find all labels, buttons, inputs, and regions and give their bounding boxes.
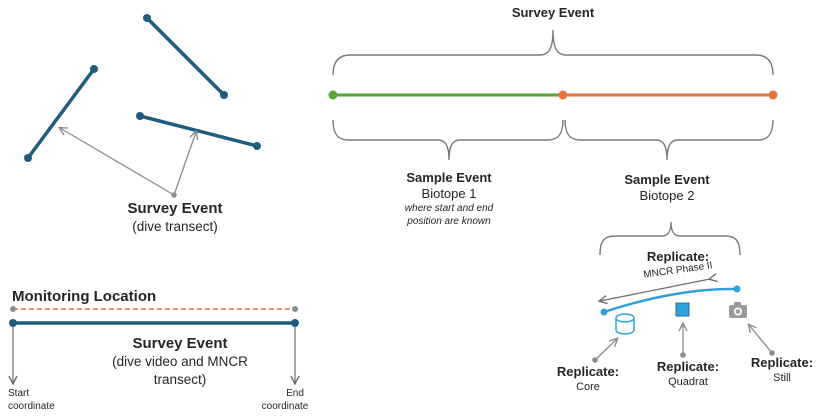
transect-2-start-point: [143, 14, 151, 22]
end-coordinate-label-line-2: coordinate: [261, 401, 309, 412]
replicate-end-point: [733, 285, 741, 293]
sample-event-1-title: Sample Event: [406, 170, 492, 185]
survey-event-brace: [332, 29, 774, 76]
timeline-mid-point: [558, 90, 568, 100]
start-coordinate-label-line-2: coordinate: [8, 401, 55, 412]
dive-transect-pointers: [60, 128, 196, 198]
replicate-still-title: Replicate:: [750, 355, 814, 370]
transect-3-end-point: [253, 142, 261, 150]
transect-1-end-point: [90, 65, 98, 73]
core-pointer-arrow: [594, 339, 617, 361]
transect-1-start-point: [24, 154, 32, 162]
pointer-arrow-2: [173, 132, 196, 196]
monitoring-survey-subtitle-line-2: transect): [153, 372, 207, 387]
replicate-brace: [599, 221, 741, 256]
transect-line-2: [145, 16, 226, 97]
start-coordinate-label-line-1: Start: [8, 388, 30, 399]
sample-event-2-title: Sample Event: [624, 172, 710, 187]
sample-event-1-subtitle: Biotope 1: [421, 186, 477, 201]
timeline-survey-title: Survey Event: [511, 5, 595, 20]
timeline-start-point: [328, 90, 338, 100]
replicate-still-subtitle: Still: [773, 372, 791, 384]
survey-start-point: [9, 319, 17, 327]
replicate-main-title: Replicate:: [646, 249, 710, 264]
dive-transect-lines: [24, 14, 261, 162]
camera-icon: [729, 302, 747, 318]
transect-3-start-point: [136, 112, 144, 120]
replicate-core-subtitle: Core: [576, 381, 600, 393]
replicate-quadrat-subtitle: Quadrat: [668, 376, 708, 388]
monitoring-survey-subtitle-line-1: (dive video and MNCR: [112, 354, 248, 369]
transect-line-3: [139, 114, 258, 148]
sample-event-1-brace: [332, 119, 564, 161]
sample-event-2-subtitle: Biotope 2: [639, 188, 695, 203]
replicate-line: [603, 287, 738, 314]
replicates-diagram: [592, 221, 775, 363]
dive-transect-title: Survey Event: [127, 200, 223, 217]
replicate-core-title: Replicate:: [556, 364, 620, 379]
sample-event-1-note-line-1: where start and end: [404, 203, 494, 214]
pointer-arrow-1: [60, 128, 175, 196]
monitoring-location-label: Monitoring Location: [12, 288, 157, 305]
replicate-start-point: [600, 308, 608, 316]
quadrat-square-icon: [675, 302, 690, 317]
replicate-quadrat-title: Replicate:: [656, 359, 720, 374]
core-cylinder-icon: [615, 313, 635, 335]
monitoring-end-marker: [292, 306, 298, 312]
sample-event-2-brace: [564, 119, 774, 161]
still-pointer-arrow: [749, 325, 773, 354]
monitoring-location-diagram: [9, 306, 299, 383]
replicate-double-arrow: [600, 279, 710, 301]
survey-end-point: [291, 319, 299, 327]
timeline-end-point: [768, 90, 778, 100]
monitoring-start-marker: [10, 306, 16, 312]
monitoring-survey-title: Survey Event: [132, 335, 228, 352]
dive-transect-subtitle: (dive transect): [132, 219, 218, 234]
survey-timeline: [328, 29, 778, 161]
transect-line-1: [26, 67, 96, 160]
end-coordinate-label-line-1: End: [286, 388, 304, 399]
sample-event-1-note-line-2: position are known: [407, 216, 491, 227]
transect-2-end-point: [220, 91, 228, 99]
